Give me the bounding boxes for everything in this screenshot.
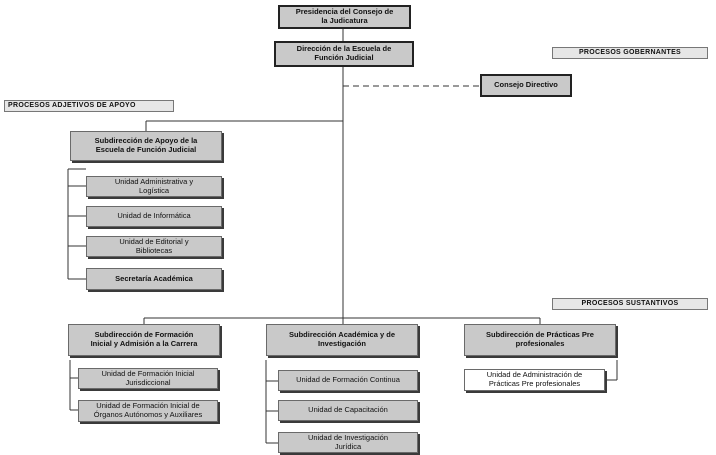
node-unidad-informatica: Unidad de Informática [86,206,222,227]
node-consejo-directivo: Consejo Directivo [480,74,572,97]
node-unidad-administracion-practicas: Unidad de Administración de Prácticas Pr… [464,369,605,391]
node-unidad-formacion-organos: Unidad de Formación Inicial de Órganos A… [78,400,218,422]
node-subdireccion-formacion: Subdirección de Formación Inicial y Admi… [68,324,220,356]
node-subdireccion-apoyo: Subdirección de Apoyo de la Escuela de F… [70,131,222,161]
node-presidencia: Presidencia del Consejo de la Judicatura [278,5,411,29]
node-unidad-formacion-jurisdiccional: Unidad de Formación Inicial Jurisdiccion… [78,368,218,389]
node-unidad-capacitacion: Unidad de Capacitación [278,400,418,421]
node-unidad-investigacion: Unidad de Investigación Jurídica [278,432,418,453]
node-subdireccion-academica: Subdirección Académica y de Investigació… [266,324,418,356]
node-direccion: Dirección de la Escuela de Función Judic… [274,41,414,67]
node-subdireccion-practicas: Subdirección de Prácticas Pre profesiona… [464,324,616,356]
node-unidad-editorial: Unidad de Editorial y Bibliotecas [86,236,222,257]
section-label-apoyo: PROCESOS ADJETIVOS DE APOYO [4,100,174,112]
node-unidad-administrativa: Unidad Administrativa y Logística [86,176,222,197]
node-secretaria-academica: Secretaría Académica [86,268,222,290]
section-label-gobernantes: PROCESOS GOBERNANTES [552,47,708,59]
node-unidad-formacion-continua: Unidad de Formación Continua [278,370,418,391]
section-label-sustantivos: PROCESOS SUSTANTIVOS [552,298,708,310]
